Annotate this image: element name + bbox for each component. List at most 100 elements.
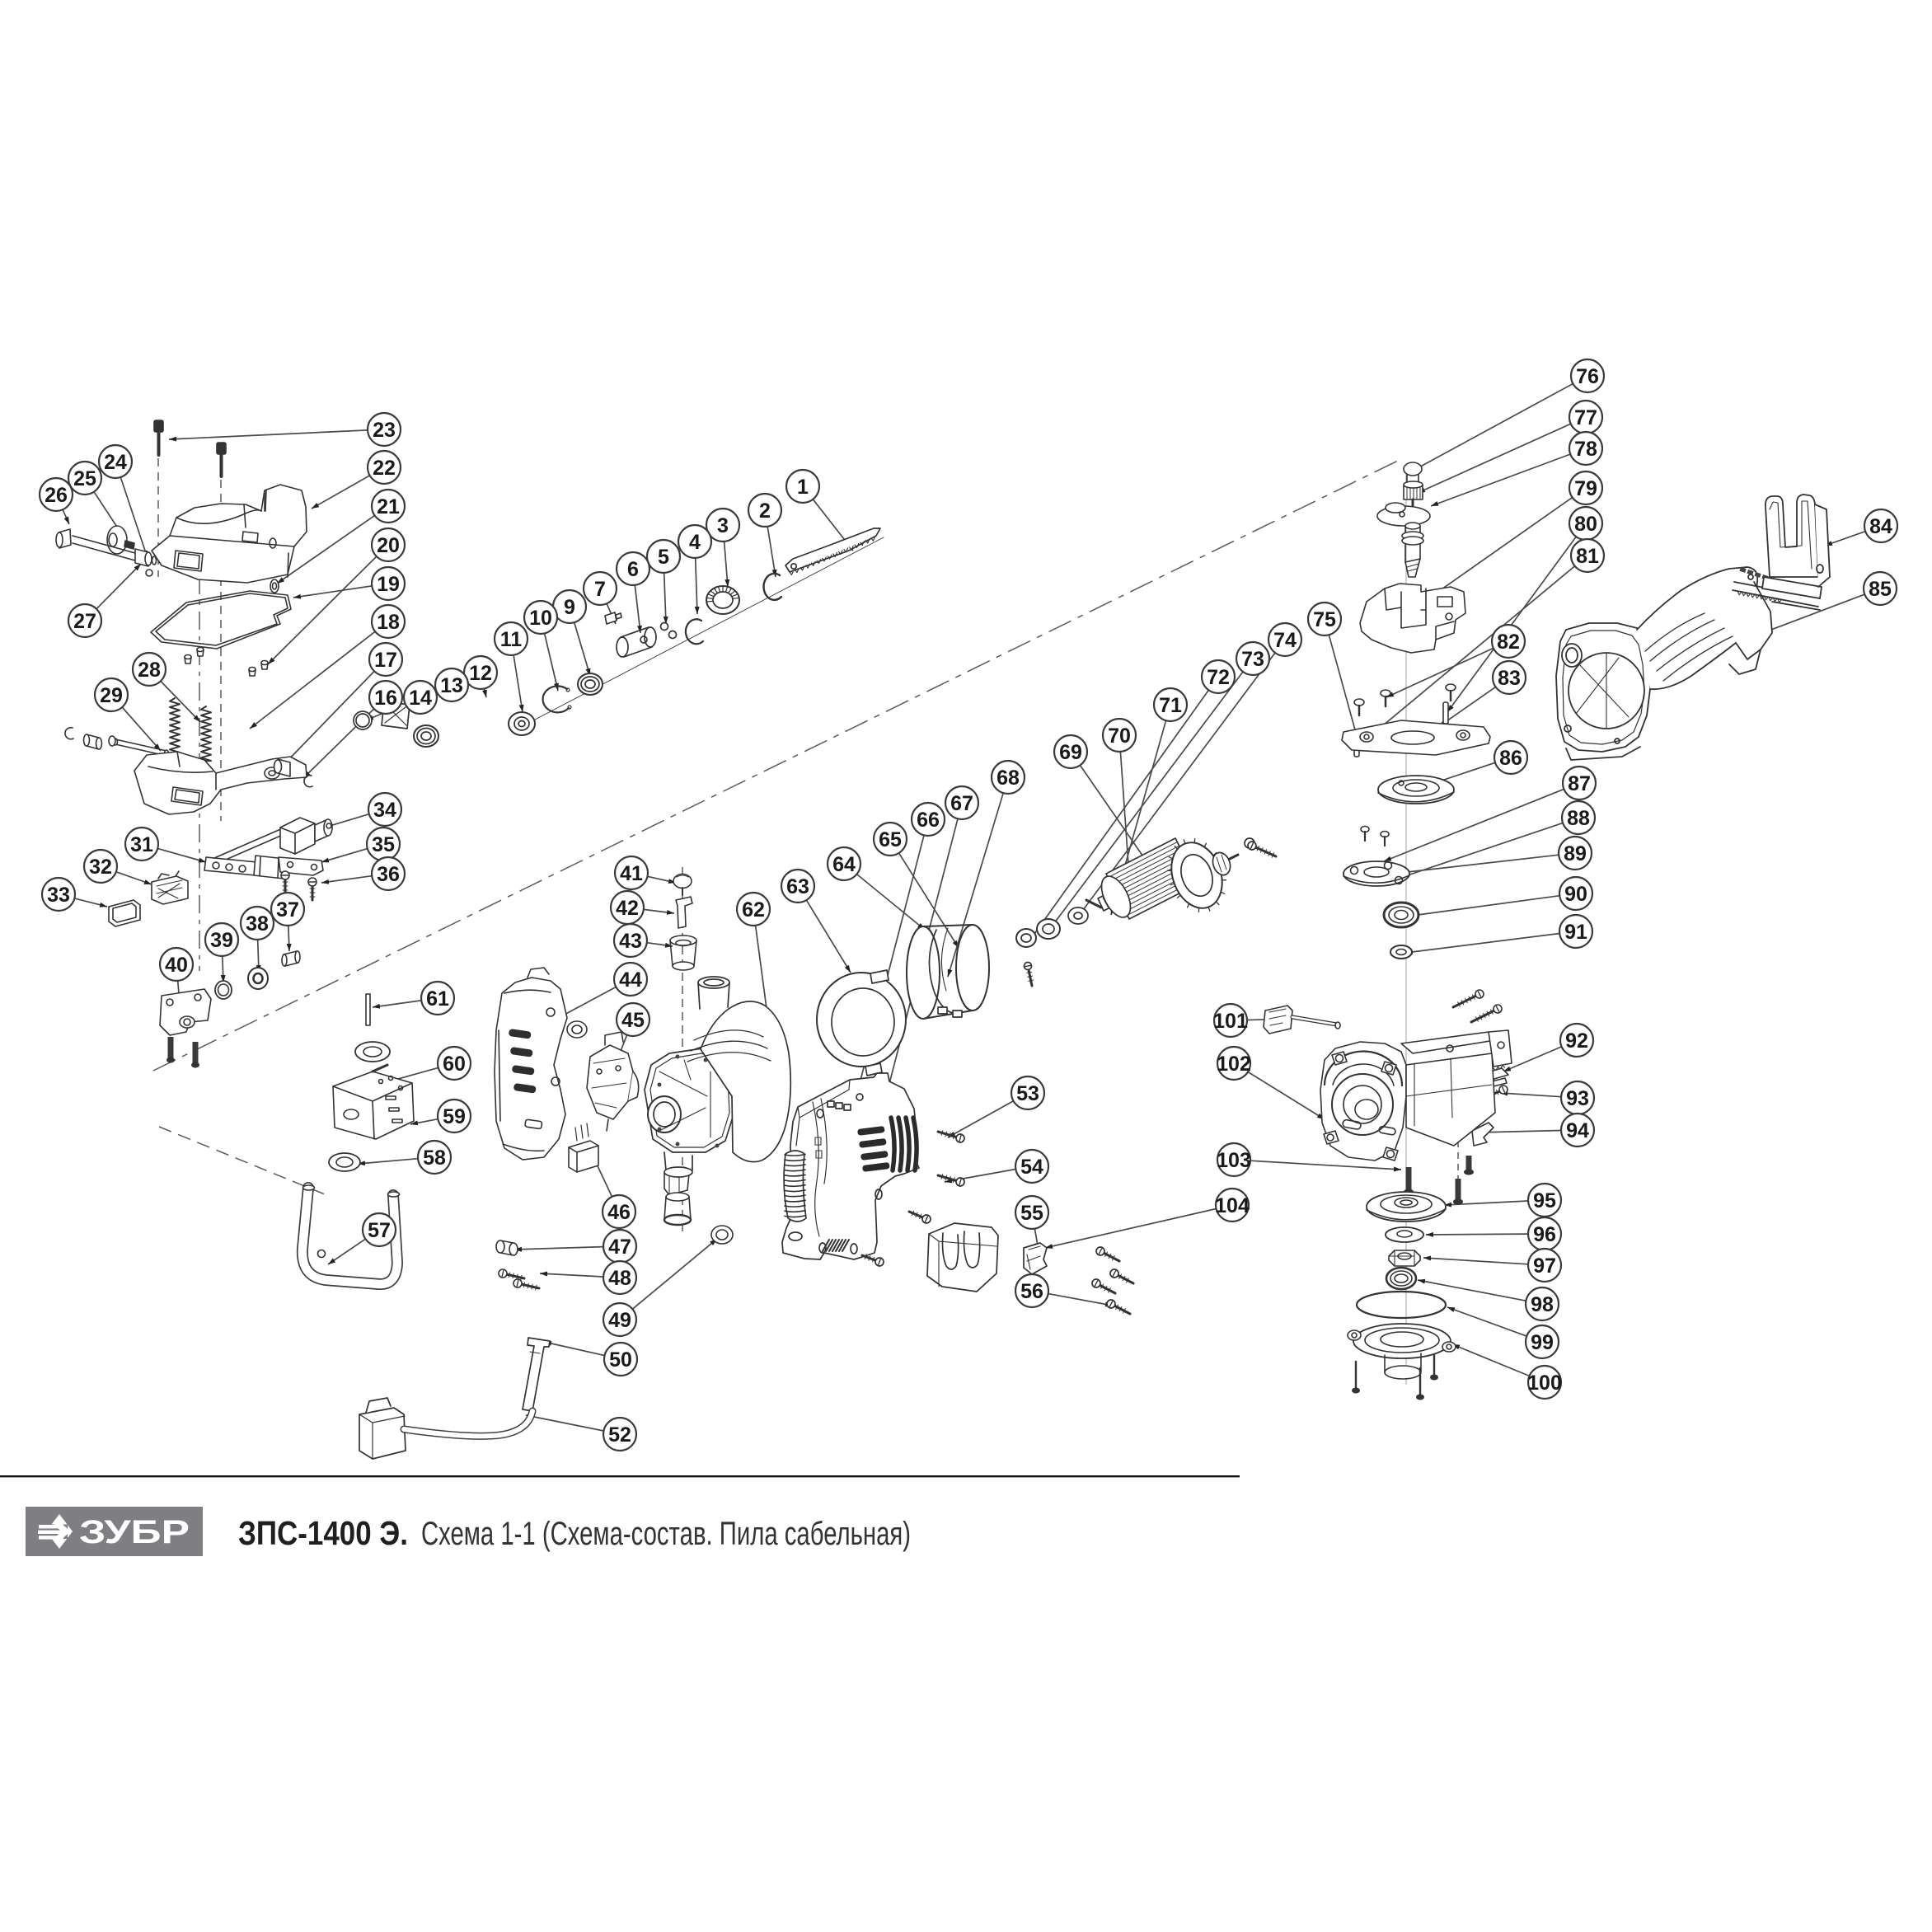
svg-text:67: 67 <box>950 792 973 815</box>
svg-text:89: 89 <box>1564 842 1587 865</box>
svg-text:31: 31 <box>130 833 153 856</box>
svg-text:82: 82 <box>1497 631 1520 654</box>
svg-text:70: 70 <box>1108 724 1131 748</box>
svg-text:73: 73 <box>1241 648 1264 671</box>
svg-text:101: 101 <box>1213 1010 1248 1033</box>
svg-text:41: 41 <box>620 862 643 885</box>
svg-text:2: 2 <box>759 499 771 523</box>
svg-text:77: 77 <box>1574 406 1597 429</box>
svg-text:94: 94 <box>1566 1119 1589 1142</box>
svg-text:69: 69 <box>1059 741 1082 764</box>
svg-text:85: 85 <box>1869 578 1892 601</box>
svg-text:Схема 1-1 (Схема-состав. Пила: Схема 1-1 (Схема-состав. Пила сабельная) <box>421 1516 911 1552</box>
svg-text:54: 54 <box>1020 1156 1043 1179</box>
svg-text:4: 4 <box>689 531 701 554</box>
svg-text:14: 14 <box>409 687 432 710</box>
svg-text:58: 58 <box>423 1147 446 1170</box>
svg-text:38: 38 <box>246 912 269 936</box>
svg-text:3: 3 <box>717 514 729 537</box>
svg-text:104: 104 <box>1215 1194 1250 1217</box>
svg-text:87: 87 <box>1568 772 1591 795</box>
svg-text:12: 12 <box>469 662 492 685</box>
svg-text:42: 42 <box>616 897 639 920</box>
svg-text:72: 72 <box>1207 666 1230 689</box>
svg-text:98: 98 <box>1531 1293 1554 1316</box>
svg-text:56: 56 <box>1020 1280 1043 1303</box>
svg-text:64: 64 <box>832 853 856 876</box>
svg-text:60: 60 <box>443 1053 466 1076</box>
svg-text:59: 59 <box>443 1105 466 1128</box>
svg-text:83: 83 <box>1498 667 1521 690</box>
svg-text:93: 93 <box>1566 1087 1589 1110</box>
svg-text:19: 19 <box>377 573 400 596</box>
svg-text:ЗУБР: ЗУБР <box>79 1514 190 1550</box>
svg-text:26: 26 <box>45 484 68 507</box>
svg-text:27: 27 <box>73 610 96 633</box>
svg-text:45: 45 <box>621 1009 645 1032</box>
svg-text:49: 49 <box>608 1309 631 1332</box>
svg-text:102: 102 <box>1217 1053 1251 1076</box>
svg-text:13: 13 <box>440 674 463 697</box>
svg-text:7: 7 <box>594 578 606 601</box>
svg-text:99: 99 <box>1531 1331 1554 1354</box>
svg-text:53: 53 <box>1016 1082 1039 1105</box>
svg-text:37: 37 <box>276 898 299 921</box>
svg-text:57: 57 <box>368 1219 391 1242</box>
svg-text:39: 39 <box>210 929 233 952</box>
svg-text:71: 71 <box>1159 694 1182 717</box>
svg-text:50: 50 <box>609 1348 632 1372</box>
svg-text:33: 33 <box>47 884 70 907</box>
svg-text:43: 43 <box>619 930 642 953</box>
svg-text:17: 17 <box>374 649 397 672</box>
svg-text:16: 16 <box>374 687 397 710</box>
svg-text:34: 34 <box>373 799 396 822</box>
svg-text:9: 9 <box>564 596 575 619</box>
svg-text:44: 44 <box>619 968 642 992</box>
svg-text:100: 100 <box>1527 1372 1562 1395</box>
svg-text:35: 35 <box>372 833 395 856</box>
svg-text:55: 55 <box>1020 1202 1043 1225</box>
svg-text:63: 63 <box>786 875 809 898</box>
svg-text:25: 25 <box>73 467 96 490</box>
svg-text:90: 90 <box>1564 883 1587 906</box>
svg-text:48: 48 <box>608 1267 631 1290</box>
svg-text:103: 103 <box>1217 1149 1251 1172</box>
svg-text:75: 75 <box>1313 608 1336 631</box>
svg-text:40: 40 <box>165 954 188 977</box>
svg-text:24: 24 <box>104 451 127 474</box>
svg-text:32: 32 <box>89 856 112 879</box>
svg-text:78: 78 <box>1574 438 1597 461</box>
svg-text:76: 76 <box>1576 365 1599 388</box>
svg-text:46: 46 <box>607 1201 631 1224</box>
svg-text:96: 96 <box>1533 1223 1556 1246</box>
svg-text:97: 97 <box>1533 1254 1556 1278</box>
svg-text:18: 18 <box>377 611 400 634</box>
svg-text:66: 66 <box>917 809 940 832</box>
svg-text:84: 84 <box>1869 515 1892 538</box>
svg-text:6: 6 <box>627 558 639 581</box>
svg-text:74: 74 <box>1273 629 1297 652</box>
svg-text:28: 28 <box>138 659 161 682</box>
svg-text:92: 92 <box>1565 1029 1588 1053</box>
svg-text:10: 10 <box>529 607 552 630</box>
svg-text:91: 91 <box>1564 921 1587 944</box>
svg-text:21: 21 <box>377 495 400 518</box>
svg-text:86: 86 <box>1499 747 1522 770</box>
svg-text:20: 20 <box>377 534 400 557</box>
svg-text:23: 23 <box>373 419 396 442</box>
svg-text:62: 62 <box>742 898 765 921</box>
svg-text:61: 61 <box>426 987 449 1011</box>
svg-text:ЗПС-1400 Э.: ЗПС-1400 Э. <box>238 1514 408 1552</box>
svg-text:1: 1 <box>797 476 809 499</box>
svg-text:22: 22 <box>373 457 396 480</box>
svg-text:88: 88 <box>1567 807 1590 830</box>
svg-text:36: 36 <box>377 863 400 886</box>
svg-text:80: 80 <box>1574 513 1597 536</box>
svg-text:95: 95 <box>1533 1189 1556 1212</box>
svg-text:65: 65 <box>879 828 902 851</box>
svg-text:68: 68 <box>996 767 1020 790</box>
svg-text:79: 79 <box>1574 477 1597 500</box>
svg-text:81: 81 <box>1576 545 1599 568</box>
svg-text:11: 11 <box>500 628 523 651</box>
svg-text:29: 29 <box>100 684 123 707</box>
